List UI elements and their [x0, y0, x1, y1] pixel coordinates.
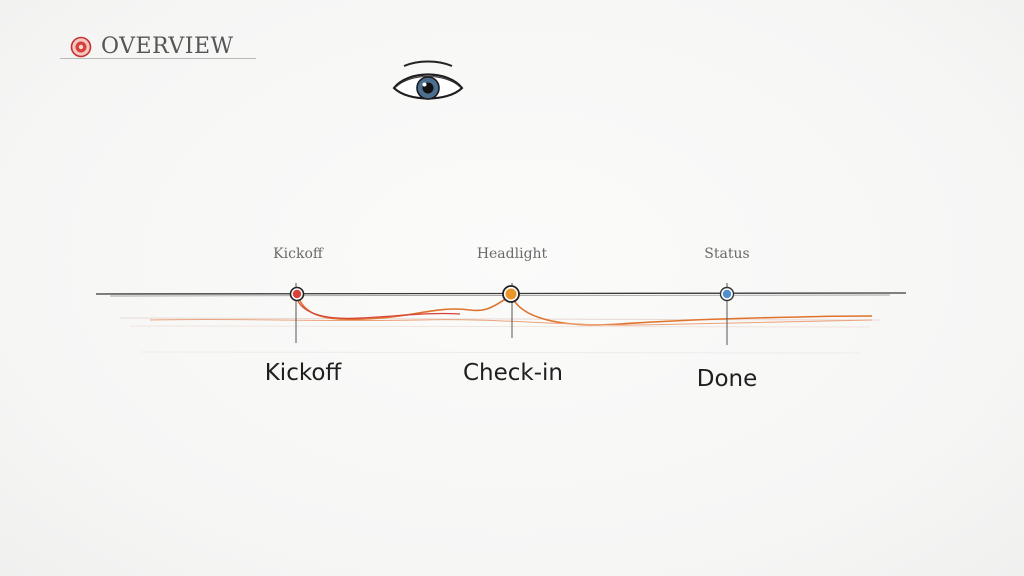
guide-line: [139, 351, 861, 354]
milestone-label-kickoff: Kickoff: [264, 360, 342, 386]
progress-trace: [297, 294, 873, 326]
timeline-axis: [95, 292, 907, 295]
milestone-label-checkin: Check-in: [462, 360, 564, 386]
milestone-node-done[interactable]: [719, 286, 735, 302]
milestone-label-done: Done: [696, 366, 758, 392]
milestone-top-label-checkin: Headlight: [476, 246, 548, 262]
guide-line: [129, 325, 871, 328]
progress-trace-red: [295, 295, 461, 319]
page-title: OVERVIEW: [101, 34, 234, 59]
record-dot-icon: [70, 36, 92, 58]
milestone-node-checkin[interactable]: [502, 285, 520, 303]
milestone-top-label-done: Status: [704, 246, 750, 262]
eye-icon[interactable]: [390, 58, 466, 102]
milestone-node-kickoff[interactable]: [289, 286, 305, 302]
title-underline: [60, 58, 256, 59]
timeline-axis-sketch: [109, 294, 891, 297]
milestone-top-label-kickoff: Kickoff: [273, 246, 323, 262]
guide-line: [119, 317, 881, 321]
progress-trace-sketch: [149, 318, 873, 326]
